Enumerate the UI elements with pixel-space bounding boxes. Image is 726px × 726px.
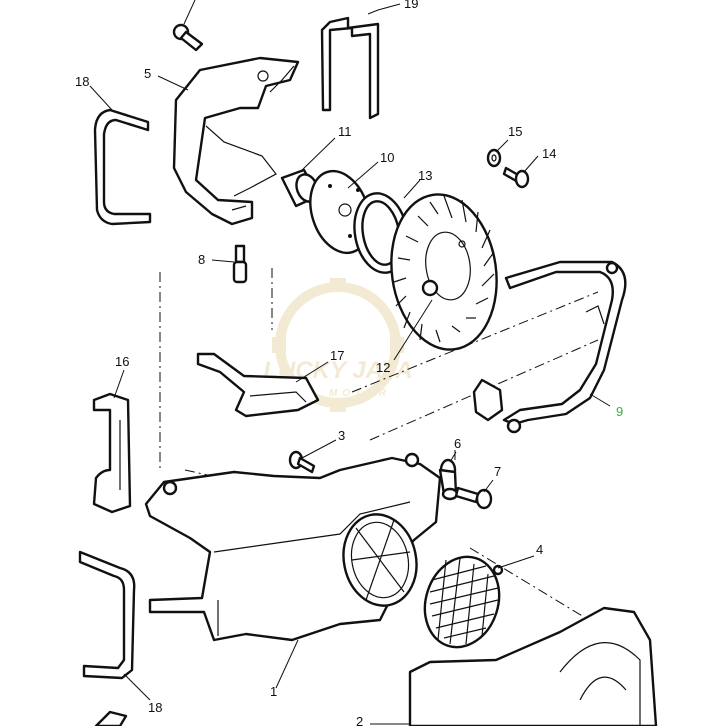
callout-13: 13: [418, 168, 432, 183]
callout-8: 8: [198, 252, 205, 267]
part-12-flywheel-fan: [390, 193, 498, 351]
callout-4: 4: [536, 542, 543, 557]
part-5-upper-shroud: [172, 56, 300, 226]
leader-lines: [89, 0, 611, 725]
part-15-washer: [486, 148, 502, 168]
callout-18-upper: 18: [75, 74, 89, 89]
callout-19: 19: [404, 0, 418, 11]
callout-7: 7: [494, 464, 501, 479]
callout-labels: 19 18 5 11 15 10 14 13 8 17 16 12 9 3 6 …: [75, 0, 623, 726]
part-19-wire-bracket: [320, 16, 380, 120]
callout-1: 1: [270, 684, 277, 699]
callout-5: 5: [144, 66, 151, 81]
part-16-seal: [92, 392, 132, 514]
part-6-collar: [438, 458, 459, 501]
callout-9: 9: [616, 404, 623, 419]
callout-12: 12: [376, 360, 390, 375]
part-3-bolt: [288, 450, 316, 474]
part-9-fan-band: [472, 260, 627, 434]
part-17-guide: [196, 352, 320, 418]
part-2-outer-cover: [408, 606, 658, 726]
part-1-lower-housing: [144, 452, 442, 642]
callout-15: 15: [508, 124, 522, 139]
part-18-band-lower: [78, 550, 136, 680]
callout-11: 11: [338, 124, 352, 139]
callout-17: 17: [330, 348, 344, 363]
callout-14: 14: [542, 146, 556, 161]
callout-18-lower: 18: [148, 700, 162, 715]
part-bracket-bottom: [94, 710, 128, 726]
callout-2: 2: [356, 714, 363, 726]
part-14-screw: [502, 166, 530, 189]
part-18-band-upper: [93, 108, 152, 226]
callout-16: 16: [115, 354, 129, 369]
watermark-subtext: MOTOR: [329, 388, 391, 399]
callout-3: 3: [338, 428, 345, 443]
part-7-bolt: [454, 486, 493, 510]
callout-6: 6: [454, 436, 461, 451]
callout-10: 10: [380, 150, 394, 165]
part-4-screen: [423, 555, 504, 649]
part-bolt-top: [172, 23, 204, 52]
part-8-bolt: [232, 244, 248, 284]
